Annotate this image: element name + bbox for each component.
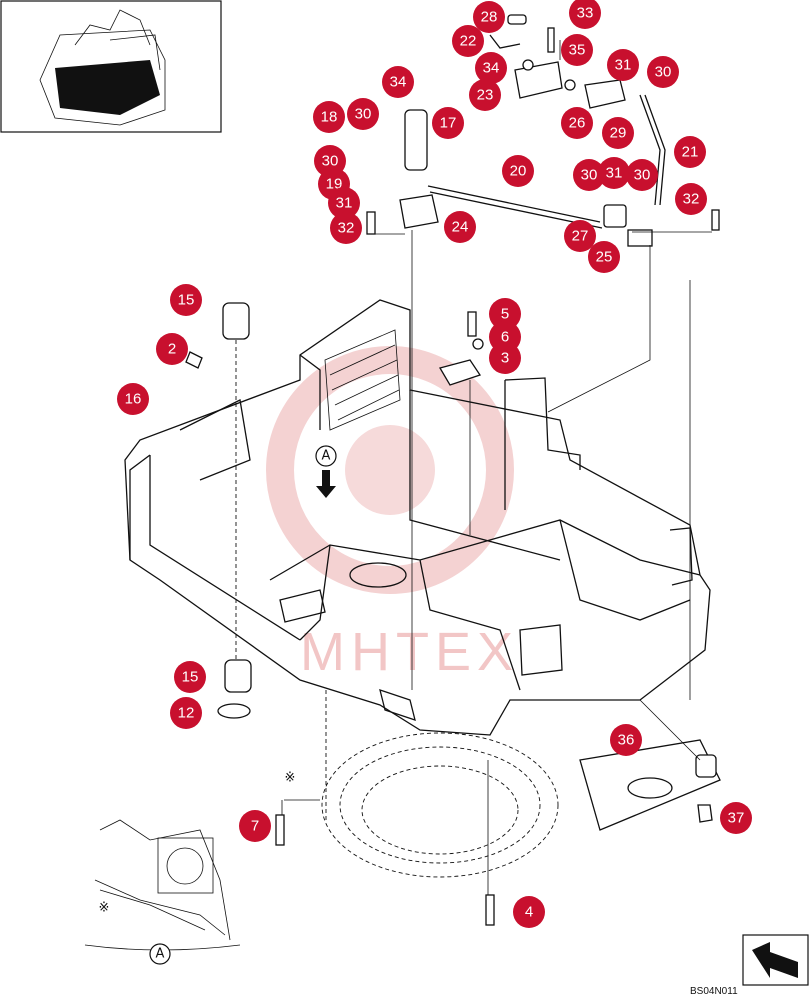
- callout-badge: 15: [174, 661, 206, 693]
- callout-badge: 30: [347, 98, 379, 130]
- callout-badge: 32: [330, 212, 362, 244]
- svg-text:31: 31: [615, 57, 632, 74]
- svg-text:7: 7: [251, 818, 259, 835]
- callout-badge: 31: [328, 187, 360, 219]
- svg-text:30: 30: [581, 167, 598, 184]
- svg-text:30: 30: [655, 64, 672, 81]
- callout-badge: 26: [561, 107, 593, 139]
- callout-badge: 25: [588, 241, 620, 273]
- callout-badge: 30: [647, 56, 679, 88]
- callout-badge: 17: [432, 107, 464, 139]
- note-symbol-detail: ※: [99, 901, 110, 916]
- callout-badge: 2: [156, 333, 188, 365]
- machine-location-thumbnail: [0, 0, 222, 133]
- drawing-code: BS04N011: [690, 986, 738, 997]
- linkage-parts: [185, 14, 721, 926]
- svg-text:4: 4: [525, 904, 533, 921]
- upper-frame: [124, 299, 711, 736]
- watermark-text: MHTEX: [300, 622, 519, 682]
- watermark: MHTEX: [266, 346, 519, 682]
- svg-text:16: 16: [125, 391, 142, 408]
- callout-badge: 37: [720, 802, 752, 834]
- svg-text:15: 15: [182, 669, 199, 686]
- svg-text:25: 25: [596, 249, 613, 266]
- svg-text:31: 31: [606, 165, 623, 182]
- svg-text:35: 35: [569, 42, 586, 59]
- callout-badge: 24: [444, 211, 476, 243]
- svg-text:30: 30: [322, 153, 339, 170]
- svg-text:20: 20: [510, 163, 527, 180]
- callout-badge: 20: [502, 155, 534, 187]
- svg-text:34: 34: [390, 74, 407, 91]
- callout-badge: 28: [473, 1, 505, 33]
- callout-badge: 30: [626, 159, 658, 191]
- callout-badge: 12: [170, 697, 202, 729]
- callout-badge: 3: [489, 342, 521, 374]
- callout-badge: 18: [313, 101, 345, 133]
- callout-badge: 7: [239, 810, 271, 842]
- callout-badge: 34: [475, 52, 507, 84]
- svg-text:23: 23: [477, 87, 494, 104]
- svg-text:3: 3: [501, 350, 509, 367]
- svg-text:30: 30: [355, 106, 372, 123]
- callout-badge: 32: [675, 183, 707, 215]
- svg-text:28: 28: [481, 9, 498, 26]
- callout-badge: 22: [452, 25, 484, 57]
- svg-text:22: 22: [460, 33, 477, 50]
- svg-text:33: 33: [577, 5, 594, 22]
- leader-lines: [235, 40, 712, 895]
- svg-text:32: 32: [683, 191, 700, 208]
- svg-text:37: 37: [728, 810, 745, 827]
- svg-text:32: 32: [338, 220, 355, 237]
- svg-text:27: 27: [572, 228, 589, 245]
- callout-badge: 29: [602, 117, 634, 149]
- callout-badge: 5: [489, 298, 521, 330]
- svg-text:15: 15: [178, 292, 195, 309]
- note-symbol-ring: ※: [285, 771, 296, 786]
- callout-badge: 31: [607, 49, 639, 81]
- svg-text:30: 30: [634, 167, 651, 184]
- callout-badge: 31: [598, 157, 630, 189]
- detail-view-a: A ※: [84, 819, 241, 965]
- svg-text:12: 12: [178, 705, 195, 722]
- detail-view-label: A: [156, 947, 165, 962]
- callout-badge: 21: [674, 136, 706, 168]
- view-a-marker: A: [315, 445, 337, 498]
- view-a-label: A: [322, 449, 331, 464]
- callout-badge: 27: [564, 220, 596, 252]
- svg-text:36: 36: [618, 732, 635, 749]
- svg-text:29: 29: [610, 125, 627, 142]
- callout-badge: 16: [117, 383, 149, 415]
- callout-badge: 33: [569, 0, 601, 29]
- callout-badge: 15: [170, 284, 202, 316]
- svg-text:5: 5: [501, 306, 509, 323]
- orientation-arrow-icon: [742, 934, 809, 986]
- callout-badge: 36: [610, 724, 642, 756]
- svg-text:6: 6: [501, 329, 509, 346]
- svg-text:34: 34: [483, 60, 500, 77]
- callout-badge: 4: [513, 896, 545, 928]
- callout-badge: 35: [561, 34, 593, 66]
- svg-text:31: 31: [336, 195, 353, 212]
- svg-text:21: 21: [682, 144, 699, 161]
- svg-text:17: 17: [440, 115, 457, 132]
- svg-text:2: 2: [168, 341, 176, 358]
- callout-badge: 34: [382, 66, 414, 98]
- svg-text:18: 18: [321, 109, 338, 126]
- slewing-ring: [321, 732, 559, 878]
- callout-badge: 23: [469, 79, 501, 111]
- svg-text:26: 26: [569, 115, 586, 132]
- svg-text:24: 24: [452, 219, 469, 236]
- callout-badge: 30: [573, 159, 605, 191]
